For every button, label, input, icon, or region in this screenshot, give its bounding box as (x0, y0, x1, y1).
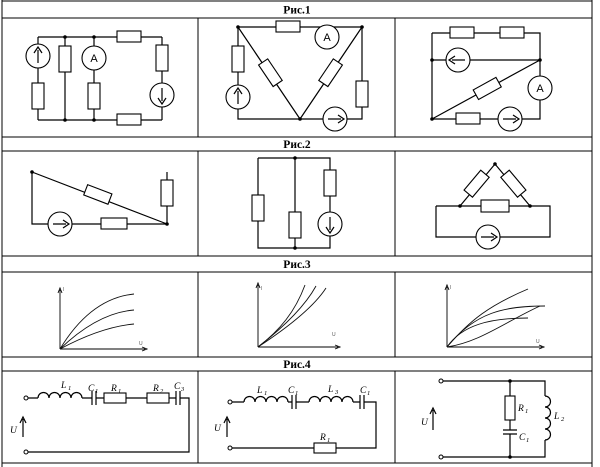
svg-text:R: R (517, 404, 524, 414)
section-title-fig1: Рис.1 (283, 5, 311, 17)
axis-label-y: I (63, 287, 64, 293)
resistor (103, 392, 127, 404)
resistor (317, 58, 344, 88)
resistor (288, 211, 302, 239)
svg-text:1: 1 (95, 388, 98, 395)
svg-text:R: R (110, 384, 117, 394)
fig2-circuit-3 (435, 162, 551, 250)
axis-label-y: I (450, 285, 451, 291)
svg-text:L: L (60, 381, 66, 391)
ammeter-label: A (323, 32, 331, 44)
svg-text:1: 1 (526, 437, 529, 444)
resistor (449, 26, 475, 39)
resistor (472, 76, 503, 101)
fig2-circuit-1 (30, 170, 174, 237)
ammeter (314, 24, 340, 50)
axis-label-y: I (261, 286, 262, 292)
resistor (83, 183, 113, 205)
ammeter-label: A (536, 83, 544, 95)
axis-label-x: U (139, 341, 143, 347)
resistor (463, 169, 490, 198)
svg-text:2: 2 (561, 416, 565, 423)
resistor (116, 30, 142, 43)
svg-text:1: 1 (264, 390, 267, 397)
svg-text:R: R (319, 433, 326, 443)
resistor (87, 82, 101, 110)
inductor (243, 395, 289, 403)
resistor (100, 217, 128, 230)
resistor (480, 199, 510, 213)
ammeter-label: A (90, 53, 98, 65)
resistor (257, 58, 284, 88)
ammeter (81, 45, 107, 71)
resistor (155, 44, 169, 72)
section-title-fig3: Рис.3 (283, 259, 311, 271)
fig3-graph-2: I U (255, 281, 342, 350)
resistor (275, 20, 301, 33)
svg-text:1: 1 (295, 390, 298, 397)
axis-label-x: U (332, 332, 336, 338)
resistor (231, 45, 245, 73)
resistor (455, 112, 481, 125)
capacitor (175, 391, 181, 405)
resistor (116, 113, 142, 126)
inductor (544, 395, 552, 441)
capacitor (291, 395, 297, 409)
svg-text:C: C (519, 433, 526, 443)
svg-text:1: 1 (118, 388, 121, 395)
fig3-graph-3: I U (444, 283, 546, 350)
resistor (313, 442, 337, 454)
svg-text:C: C (88, 384, 95, 394)
inductor (308, 395, 354, 403)
svg-text:1: 1 (525, 408, 528, 415)
svg-text:C: C (288, 386, 295, 396)
axis-label-x: U (536, 339, 540, 345)
capacitor (91, 391, 97, 405)
resistor (31, 82, 45, 110)
inductor (37, 391, 83, 399)
svg-text:L: L (553, 412, 559, 422)
section-title-fig2: Рис.2 (283, 139, 311, 151)
fig1-circuit-1: A (25, 30, 175, 126)
capacitor (359, 395, 365, 409)
resistor (146, 392, 170, 404)
ammeter (527, 75, 553, 101)
svg-text:C: C (360, 386, 367, 396)
source-label: U (214, 424, 222, 434)
svg-text:2: 2 (160, 388, 164, 395)
fig1-circuit-2: A (225, 20, 369, 132)
svg-text:1: 1 (367, 390, 370, 397)
resistor (58, 45, 72, 73)
capacitor (503, 429, 517, 435)
fig2-circuit-2 (251, 156, 343, 250)
resistor (500, 169, 527, 198)
fig3-graph-1: I U (57, 286, 149, 352)
svg-text:R: R (152, 384, 159, 394)
svg-text:3: 3 (180, 386, 185, 393)
svg-text:1: 1 (327, 437, 330, 444)
resistor (160, 179, 174, 207)
source-label: U (421, 418, 429, 428)
section-title-fig4: Рис.4 (283, 359, 311, 371)
svg-text:L: L (256, 386, 262, 396)
resistor (499, 26, 525, 39)
resistor (251, 194, 265, 222)
svg-text:L: L (327, 385, 333, 395)
svg-text:C: C (174, 382, 181, 392)
resistor (355, 80, 369, 108)
svg-text:3: 3 (334, 389, 339, 396)
svg-text:1: 1 (68, 385, 71, 392)
resistor (504, 395, 516, 421)
source-label: U (10, 426, 18, 436)
resistor (323, 169, 337, 197)
fig1-circuit-3: A (430, 26, 553, 132)
